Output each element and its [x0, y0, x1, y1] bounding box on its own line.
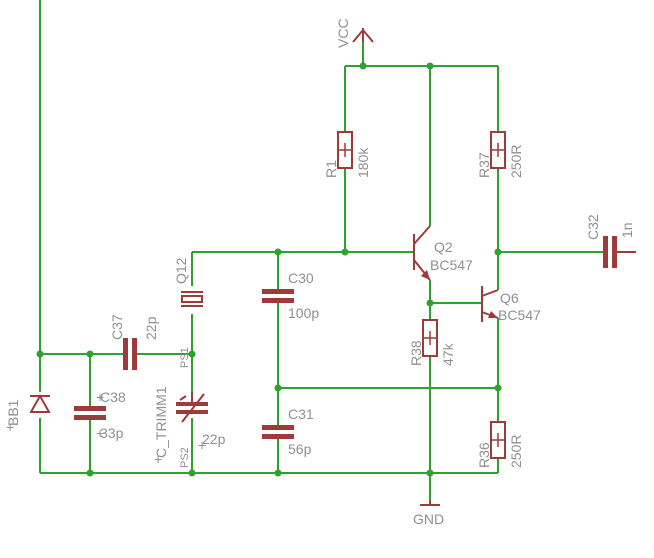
c38-plus-lower: +: [96, 425, 104, 441]
junction: [86, 469, 94, 477]
r1-name: R1: [323, 160, 339, 178]
r36-name: R36: [476, 442, 492, 468]
c-trimm1-value: 22p: [202, 431, 226, 447]
q2-value: BC547: [430, 257, 473, 273]
junction: [359, 62, 367, 70]
c-trimm1-name: C_TRIMM1: [153, 386, 169, 458]
r37-value: 250R: [508, 145, 524, 178]
junctions: [36, 62, 502, 477]
vcc-label: VCC: [335, 18, 351, 48]
gnd-label: GND: [413, 511, 444, 527]
junction: [341, 248, 349, 256]
c-trimm1-pin1-label: PS1: [179, 347, 191, 368]
capacitor-c30[interactable]: C30 100p: [262, 270, 319, 321]
junction: [274, 469, 282, 477]
capacitor-c37[interactable]: C37 22p: [109, 314, 159, 370]
junction: [426, 62, 434, 70]
transistor-q2[interactable]: Q2 BC547: [413, 225, 473, 281]
r1-value: 180k: [355, 147, 371, 178]
junction: [36, 350, 44, 358]
gnd-symbol: GND: [413, 500, 444, 527]
trimmer-capacitor-c-trimm1[interactable]: C_TRIMM1 22p + + PS1 PS2: [153, 347, 226, 468]
resistor-r38[interactable]: R38 47k: [408, 319, 456, 366]
capacitor-c31[interactable]: C31 56p: [262, 406, 314, 457]
junction: [188, 469, 196, 477]
wires: [39, 0, 604, 500]
c-trimm1-plus: +: [198, 437, 206, 453]
c38-value: 33p: [100, 425, 124, 441]
c-trimm1-pin2-label: PS2: [179, 447, 191, 468]
resistor-r37[interactable]: R37 250R: [476, 131, 524, 178]
junction: [494, 248, 502, 256]
vcc-symbol: VCC: [335, 18, 374, 48]
c30-value: 100p: [288, 305, 319, 321]
c31-name: C31: [288, 406, 314, 422]
capacitor-c38[interactable]: C38 33p + +: [74, 389, 126, 441]
c38-name: C38: [100, 389, 126, 405]
r38-value: 47k: [440, 342, 456, 366]
resistor-r1[interactable]: R1 180k: [323, 131, 371, 178]
bb1-plus: +: [6, 419, 14, 435]
resistor-r36[interactable]: R36 250R: [476, 421, 524, 468]
transistor-q6[interactable]: Q6 BC547: [481, 286, 541, 323]
crystal-q12[interactable]: Q12: [173, 257, 203, 307]
q6-name: Q6: [500, 290, 519, 306]
junction: [426, 299, 434, 307]
c30-name: C30: [288, 270, 314, 286]
junction: [86, 350, 94, 358]
junction: [494, 384, 502, 392]
c32-name: C32: [585, 214, 601, 240]
capacitor-c32[interactable]: C32 1n: [585, 214, 636, 268]
r37-name: R37: [476, 152, 492, 178]
c-trimm1-plus-left: +: [154, 451, 162, 467]
c37-value: 22p: [143, 316, 159, 340]
varactor-diode-bb1[interactable]: BB1 +: [5, 393, 51, 435]
c38-plus: +: [96, 389, 104, 405]
r36-value: 250R: [508, 435, 524, 468]
c31-value: 56p: [288, 441, 312, 457]
q6-value: BC547: [498, 307, 541, 323]
r38-name: R38: [408, 340, 424, 366]
junction: [274, 248, 282, 256]
bb1-name: BB1: [5, 399, 21, 426]
junction: [426, 469, 434, 477]
q12-name: Q12: [173, 257, 189, 284]
c32-value: 1n: [619, 222, 635, 238]
q2-name: Q2: [434, 239, 453, 255]
c37-name: C37: [109, 314, 125, 340]
junction: [188, 350, 196, 358]
junction: [274, 384, 282, 392]
